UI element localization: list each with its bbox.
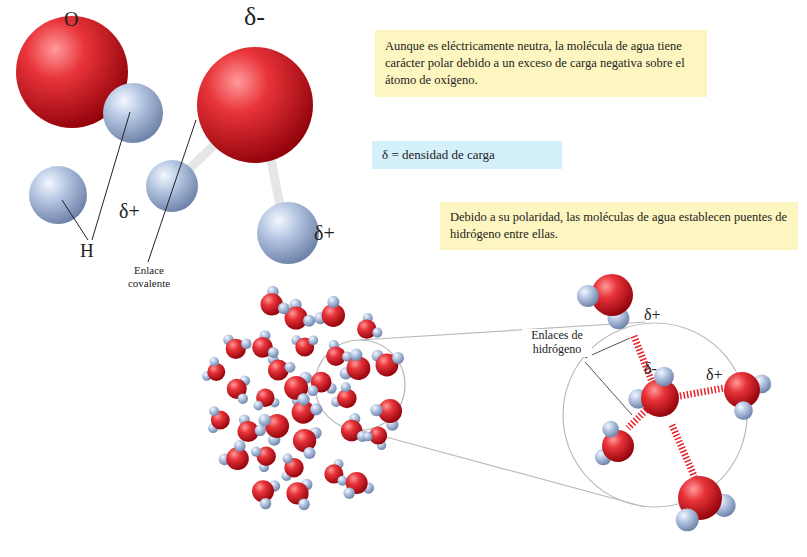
hydrogen-atom — [258, 414, 270, 426]
hydrogen-atom — [255, 425, 266, 436]
zoom-molecules — [577, 274, 771, 531]
charge-label: δ- — [244, 2, 265, 32]
hydrogen-atom — [283, 454, 293, 464]
hydrogen-atom — [308, 335, 318, 345]
hydrogen-atom — [210, 357, 219, 366]
atom-label: O — [64, 8, 78, 31]
hydrogen-atom — [234, 440, 246, 452]
hydrogen-bond — [680, 388, 724, 396]
note-text: Aunque es eléctricamente neutra, la molé… — [385, 38, 697, 89]
hydrogen-atom — [350, 349, 362, 361]
hydrogen-atom — [103, 83, 163, 143]
hydrogen-atom — [29, 166, 87, 224]
hydrogen-atom — [260, 498, 271, 509]
leader-line — [62, 200, 88, 240]
zoom-line — [360, 430, 645, 507]
bond-label: Enlaces de hidrógeno — [522, 329, 592, 357]
hydrogen-atom — [307, 385, 318, 396]
atom-label: H — [80, 240, 94, 262]
charge-label: δ+ — [314, 222, 335, 245]
hydrogen-atom — [303, 447, 315, 459]
charge-label: δ+ — [706, 366, 723, 384]
hydrogen-atom — [602, 421, 619, 438]
zoom-line — [360, 322, 645, 340]
hydrogen-atom — [372, 328, 382, 338]
note-box: Aunque es eléctricamente neutra, la molé… — [375, 30, 707, 97]
hydrogen-atom — [268, 347, 279, 358]
hydrogen-atom — [392, 352, 404, 364]
bond-label: Enlace covalente — [118, 264, 180, 289]
leader-line — [585, 362, 632, 415]
hydrogen-atom — [676, 508, 699, 531]
hydrogen-atom — [370, 404, 382, 416]
note-box: Debido a su polaridad, las moléculas de … — [440, 202, 798, 250]
water-cluster — [202, 286, 404, 510]
hydrogen-atom — [310, 403, 322, 415]
oxygen-atom — [197, 47, 313, 163]
hydrogen-atom — [344, 487, 355, 498]
hydrogen-atom — [654, 367, 674, 387]
charge-label: δ+ — [119, 200, 140, 223]
hydrogen-atom — [297, 393, 309, 405]
hydrogen-atom — [298, 499, 310, 511]
hydrogen-atom — [363, 432, 372, 441]
hydrogen-atom — [734, 401, 753, 420]
note-text: δ = densidad de carga — [382, 146, 552, 164]
hydrogen-atom — [251, 447, 261, 457]
leader-line — [148, 120, 196, 262]
hydrogen-atom — [241, 339, 252, 350]
hydrogen-atom — [254, 401, 264, 411]
legend-box: δ = densidad de carga — [372, 141, 562, 169]
hydrogen-atom — [577, 285, 599, 307]
hydrogen-atom — [341, 382, 351, 392]
hydrogen-atom — [303, 315, 315, 327]
hydrogen-atom — [257, 202, 319, 264]
hydrogen-bond — [672, 425, 695, 478]
charge-label: δ- — [644, 360, 657, 378]
hydrogen-atom — [209, 406, 219, 416]
hydrogen-atom — [146, 160, 198, 212]
hydrogen-atom — [285, 362, 296, 373]
charge-label: δ+ — [644, 306, 661, 324]
hydrogen-atom — [327, 296, 339, 308]
hydrogen-atom — [278, 303, 290, 315]
note-text: Debido a su polaridad, las moléculas de … — [450, 209, 788, 243]
hydrogen-atom — [238, 393, 248, 403]
hydrogen-bond — [628, 410, 646, 428]
